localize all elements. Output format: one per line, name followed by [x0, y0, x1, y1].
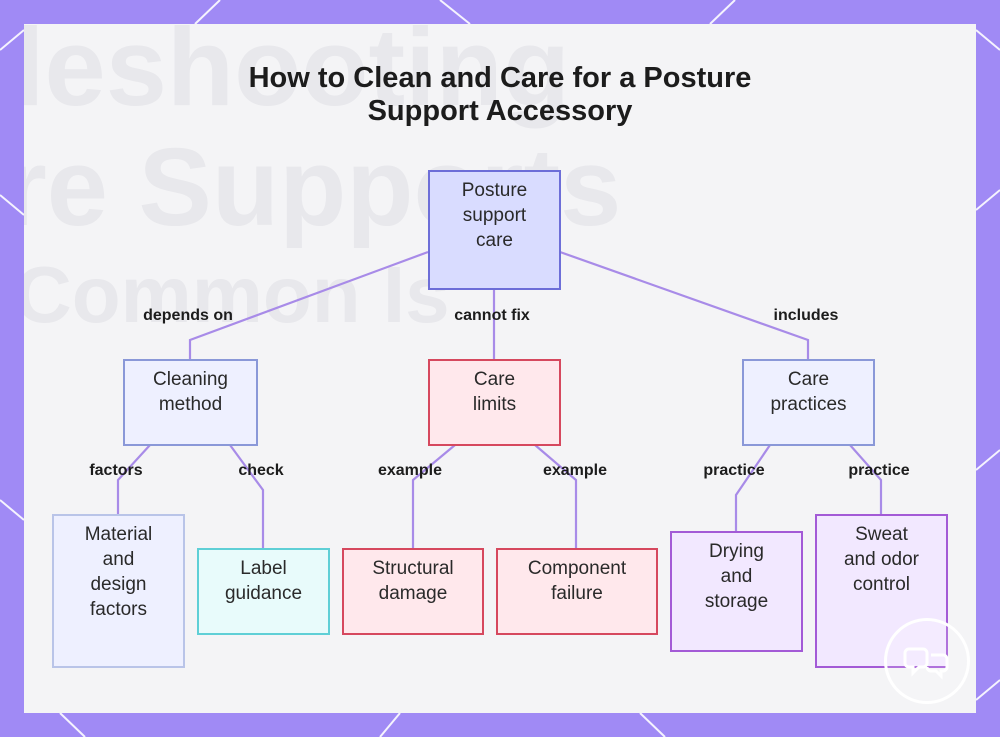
- node-text: Structural: [372, 558, 454, 579]
- node-text: failure: [551, 583, 603, 604]
- node-text: Care: [473, 369, 516, 390]
- node-text: Component: [527, 558, 627, 579]
- title-line-1: How to Clean and Care for a Posture: [248, 62, 752, 94]
- speech-bubble-logo-icon: [884, 618, 970, 704]
- edge-label-practice-2: practice: [848, 462, 910, 479]
- node-material-design-factors[interactable]: Material and design factors: [52, 514, 185, 668]
- node-text: care: [476, 230, 513, 251]
- node-text: Sweat: [855, 524, 908, 545]
- edge-label-practice-1: practice: [703, 462, 765, 479]
- logo-glyph: [903, 647, 949, 680]
- node-text: Material: [84, 524, 153, 545]
- node-component-failure[interactable]: Component failure: [496, 548, 658, 635]
- edge-cleaning-label: [229, 444, 265, 549]
- edge-label-includes: includes: [773, 307, 839, 324]
- edge-label-cannot-fix: cannot fix: [454, 307, 530, 324]
- node-text: factors: [89, 599, 147, 620]
- node-text: Posture: [461, 180, 528, 201]
- node-text: Label: [240, 558, 287, 579]
- edge-label-example-1: example: [377, 462, 443, 479]
- edge-label-example-2: example: [542, 462, 608, 479]
- node-text: Cleaning: [153, 369, 228, 390]
- node-text: damage: [378, 583, 448, 604]
- node-text: Drying: [709, 541, 764, 562]
- node-text: design: [90, 574, 147, 595]
- edge-cleaning-material: [116, 444, 151, 515]
- diagram-title: How to Clean and Care for a Posture Supp…: [0, 62, 1000, 128]
- node-text: limits: [472, 394, 517, 415]
- edge-label-check: check: [238, 462, 284, 479]
- node-drying-storage[interactable]: Drying and storage: [670, 531, 803, 652]
- edge-label-depends-on: depends on: [143, 307, 233, 324]
- node-care-practices[interactable]: Care practices: [742, 359, 875, 446]
- title-line-2: Support Accessory: [367, 95, 633, 127]
- edge-practices-drying: [734, 444, 771, 531]
- node-posture-support-care[interactable]: Posture support care: [428, 170, 561, 290]
- node-text: guidance: [224, 583, 303, 604]
- edge-practices-sweat: [849, 444, 883, 515]
- edge-root-practices: [559, 250, 810, 360]
- node-care-limits[interactable]: Care limits: [428, 359, 561, 446]
- node-text: and: [720, 566, 753, 587]
- node-text: Care: [787, 369, 830, 390]
- node-text: and: [102, 549, 135, 570]
- edge-root-cleaning: [188, 250, 429, 360]
- node-structural-damage[interactable]: Structural damage: [342, 548, 484, 635]
- node-text: support: [462, 205, 527, 226]
- node-text: and odor: [843, 549, 919, 570]
- node-cleaning-method[interactable]: Cleaning method: [123, 359, 258, 446]
- node-text: method: [158, 394, 223, 415]
- node-text: practices: [770, 394, 847, 415]
- node-text: storage: [704, 591, 769, 612]
- edge-limits-component: [534, 444, 578, 548]
- node-text: control: [852, 574, 910, 595]
- edge-label-factors: factors: [89, 462, 143, 479]
- node-label-guidance[interactable]: Label guidance: [197, 548, 330, 635]
- edge-limits-structural: [411, 444, 456, 548]
